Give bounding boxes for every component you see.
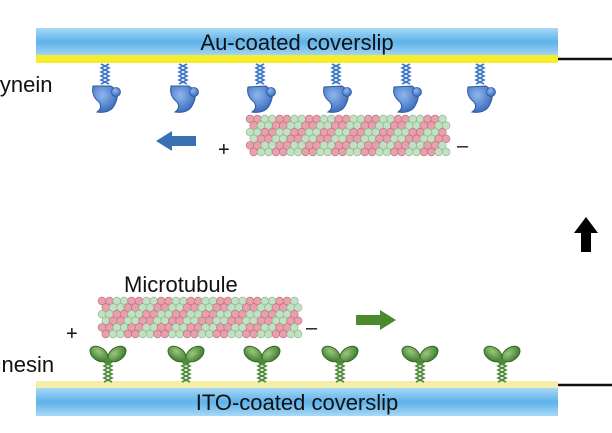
tubulin-subunit xyxy=(101,329,110,339)
bottom-microtubule xyxy=(97,296,303,339)
tubulin-subunit xyxy=(427,147,436,157)
top-microtubule xyxy=(245,114,451,157)
tubulin-subunit xyxy=(234,329,244,339)
dynein-motor-icon xyxy=(170,63,199,113)
dynein-label: Dynein xyxy=(0,72,52,97)
tubulin-subunit xyxy=(182,329,192,339)
tubulin-subunit xyxy=(290,323,299,332)
tubulin-subunit xyxy=(131,329,140,339)
right-arrow-icon xyxy=(356,310,396,330)
tubulin-subunit xyxy=(419,147,429,157)
tubulin-subunit xyxy=(271,329,281,339)
tubulin-subunit xyxy=(145,329,155,339)
kinesin-motor-icon xyxy=(401,345,439,383)
tubulin-subunit xyxy=(279,329,288,339)
tubulin-subunit xyxy=(123,329,133,339)
dynein-motor-icon xyxy=(92,63,121,113)
tubulin-subunit xyxy=(293,329,303,339)
kinesin-motor-icon xyxy=(483,345,521,383)
tubulin-subunit xyxy=(205,329,214,339)
kinesin-motor-icon xyxy=(321,345,359,383)
tubulin-subunit xyxy=(290,296,299,306)
tubulin-subunit xyxy=(367,147,377,157)
tubulin-subunit xyxy=(323,147,332,157)
tubulin-subunit xyxy=(153,329,162,339)
tubulin-subunit xyxy=(264,329,273,339)
top-coverslip: Au-coated coverslip xyxy=(36,28,558,63)
tubulin-subunit xyxy=(227,329,236,339)
ito-coating xyxy=(36,381,558,389)
tubulin-subunit xyxy=(212,329,221,339)
tubulin-subunit xyxy=(390,147,399,157)
tubulin-subunit xyxy=(330,147,340,157)
dynein-motor-icon xyxy=(247,63,276,113)
dynein-motor-icon xyxy=(467,63,496,113)
tubulin-subunit xyxy=(345,147,355,157)
tubulin-subunit xyxy=(271,147,281,157)
tubulin-subunit xyxy=(116,329,125,339)
dynein-row xyxy=(92,63,496,113)
top-minus-end: – xyxy=(457,135,469,157)
dynein-motor-icon xyxy=(323,63,352,113)
bottom-minus-end: – xyxy=(306,317,318,339)
tubulin-subunit xyxy=(264,147,273,157)
tubulin-subunit xyxy=(412,147,421,157)
tubulin-subunit xyxy=(279,147,288,157)
tubulin-subunit xyxy=(316,147,325,157)
tubulin-subunit xyxy=(438,114,447,124)
top-plus-end: + xyxy=(218,139,230,161)
tubulin-subunit xyxy=(397,147,406,157)
tubulin-subunit xyxy=(256,329,266,339)
kinesin-row xyxy=(89,345,521,383)
kinesin-label: Kinesin xyxy=(0,352,54,377)
tubulin-subunit xyxy=(441,121,451,130)
tubulin-subunit xyxy=(438,141,447,150)
tubulin-subunit xyxy=(293,303,303,312)
tubulin-subunit xyxy=(175,329,184,339)
left-arrow-icon xyxy=(156,131,196,151)
tubulin-subunit xyxy=(293,147,303,157)
top-coverslip-label: Au-coated coverslip xyxy=(200,30,393,55)
tubulin-subunit xyxy=(338,147,347,157)
tubulin-subunit xyxy=(353,147,362,157)
tubulin-subunit xyxy=(249,147,258,157)
tubulin-subunit xyxy=(286,147,295,157)
tubulin-subunit xyxy=(197,329,207,339)
kinesin-motor-icon xyxy=(89,345,127,383)
tubulin-subunit xyxy=(256,147,266,157)
tubulin-subunit xyxy=(219,329,229,339)
tubulin-subunit xyxy=(434,147,443,157)
bottom-coverslip-label: ITO-coated coverslip xyxy=(196,390,399,415)
bottom-coverslip: ITO-coated coverslip xyxy=(36,381,558,416)
tubulin-subunit xyxy=(290,310,299,319)
tubulin-subunit xyxy=(301,147,310,157)
gold-coating xyxy=(36,55,558,63)
tubulin-subunit xyxy=(190,329,199,339)
up-arrow-icon xyxy=(574,217,598,252)
tubulin-subunit xyxy=(441,134,451,144)
tubulin-subunit xyxy=(138,329,147,339)
tubulin-subunit xyxy=(360,147,369,157)
kinesin-motor-icon xyxy=(167,345,205,383)
tubulin-subunit xyxy=(293,316,303,325)
tubulin-subunit xyxy=(438,128,447,137)
microtubule-label: Microtubule xyxy=(124,272,238,297)
tubulin-subunit xyxy=(382,147,392,157)
kinesin-motor-icon xyxy=(243,345,281,383)
tubulin-subunit xyxy=(286,329,295,339)
tubulin-subunit xyxy=(441,147,451,157)
tubulin-subunit xyxy=(242,329,251,339)
tubulin-subunit xyxy=(168,329,177,339)
tubulin-subunit xyxy=(375,147,384,157)
tubulin-subunit xyxy=(249,329,258,339)
tubulin-subunit xyxy=(308,147,318,157)
tubulin-subunit xyxy=(404,147,414,157)
dynein-motor-icon xyxy=(393,63,422,113)
tubulin-subunit xyxy=(160,329,170,339)
tubulin-subunit xyxy=(108,329,118,339)
bottom-plus-end: + xyxy=(66,323,78,345)
